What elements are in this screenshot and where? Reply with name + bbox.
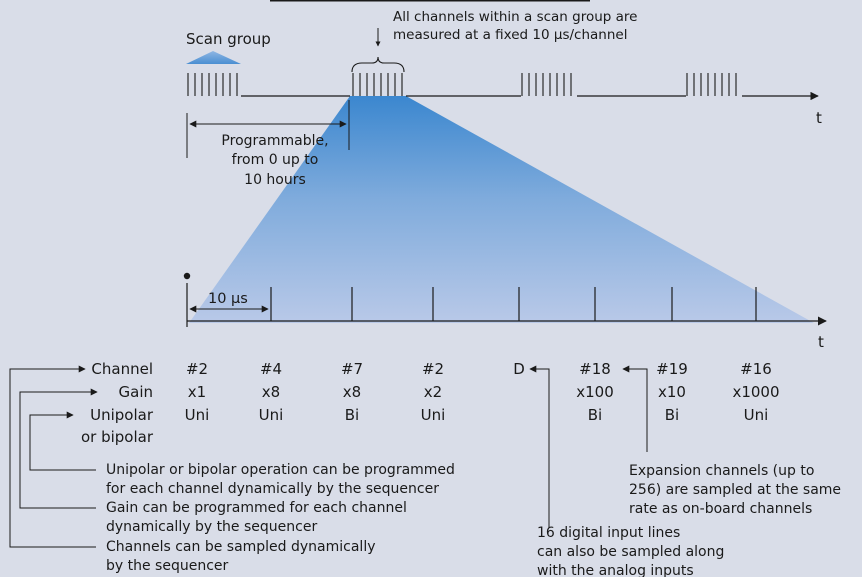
slot-channel: D — [513, 360, 525, 378]
expansion-connector — [622, 365, 648, 452]
slot-gain: x100 — [576, 383, 614, 401]
slot-channel: #18 — [579, 360, 611, 378]
gain-note-line-2: dynamically by the sequencer — [106, 519, 317, 535]
gain-note-line-1: Gain can be programmed for each channel — [106, 500, 407, 516]
expansion-note-line-2: 256) are sampled at the same — [629, 482, 841, 498]
slot-gain: x1000 — [732, 383, 779, 401]
slot-gain: x10 — [658, 383, 686, 401]
expansion-note-line-1: Expansion channels (up to — [629, 463, 814, 479]
mode-note-line-2: for each channel dynamically by the sequ… — [106, 481, 439, 497]
slot-gain: x8 — [262, 383, 280, 401]
slot-channel: #16 — [740, 360, 772, 378]
digital-note-line-1: 16 digital input lines — [537, 525, 680, 541]
slot-channel: #2 — [186, 360, 208, 378]
top-time-axis-label: t — [816, 109, 822, 127]
mode-note-line-1: Unipolar or bipolar operation can be pro… — [106, 462, 455, 478]
bottom-time-axis-label: t — [818, 333, 824, 351]
slot-channel: #7 — [341, 360, 363, 378]
mode-note-bracket — [29, 414, 96, 471]
bottom-timeline-ticks — [270, 287, 757, 321]
mode-row-label: Unipolar — [90, 406, 154, 424]
scan-group-label: Scan group — [186, 30, 271, 48]
slot-channel: #19 — [656, 360, 688, 378]
channel-row-label: Channel — [91, 360, 153, 378]
digital-connector — [529, 365, 550, 528]
slot-gain: x8 — [343, 383, 361, 401]
channel-note-line-1: Channels can be sampled dynamically — [106, 539, 376, 555]
slot-gain: x2 — [424, 383, 442, 401]
fixed-rate-note-line-2: measured at a fixed 10 µs/channel — [393, 27, 627, 43]
zoom-triangle — [189, 96, 814, 323]
slot-gain: x1 — [188, 383, 206, 401]
ten-us-label: 10 µs — [208, 291, 248, 307]
gain-row-label: Gain — [119, 383, 154, 401]
left-brackets — [9, 368, 96, 548]
slot-mode: Bi — [588, 406, 602, 424]
slot-mode: Uni — [421, 406, 446, 424]
top-timeline-ticks — [187, 73, 737, 96]
slot-mode: Bi — [345, 406, 359, 424]
slot-mode: Uni — [185, 406, 210, 424]
programmable-note-line-3: 10 hours — [244, 172, 306, 188]
expansion-note-line-3: rate as on-board channels — [629, 501, 812, 517]
slot-channel: #2 — [422, 360, 444, 378]
slot-mode: Bi — [665, 406, 679, 424]
mode-row-label-cont: or bipolar — [81, 428, 154, 446]
scan-group-cap — [186, 51, 241, 64]
slot-mode: Uni — [744, 406, 769, 424]
fixed-rate-note-line-1: All channels within a scan group are — [393, 9, 637, 25]
channel-note-line-2: by the sequencer — [106, 558, 229, 574]
sequence-start-dot — [183, 272, 191, 280]
channel-note-bracket — [9, 368, 96, 548]
digital-note-line-3: with the analog inputs — [537, 563, 694, 577]
gain-note-bracket — [19, 391, 96, 509]
slot-channel: #4 — [260, 360, 282, 378]
slot-mode: Uni — [259, 406, 284, 424]
programmable-note-line-1: Programmable, — [221, 133, 328, 149]
programmable-note-line-2: from 0 up to — [232, 152, 319, 168]
scan-group-brace — [351, 56, 405, 73]
digital-note-line-2: can also be sampled along — [537, 544, 724, 560]
